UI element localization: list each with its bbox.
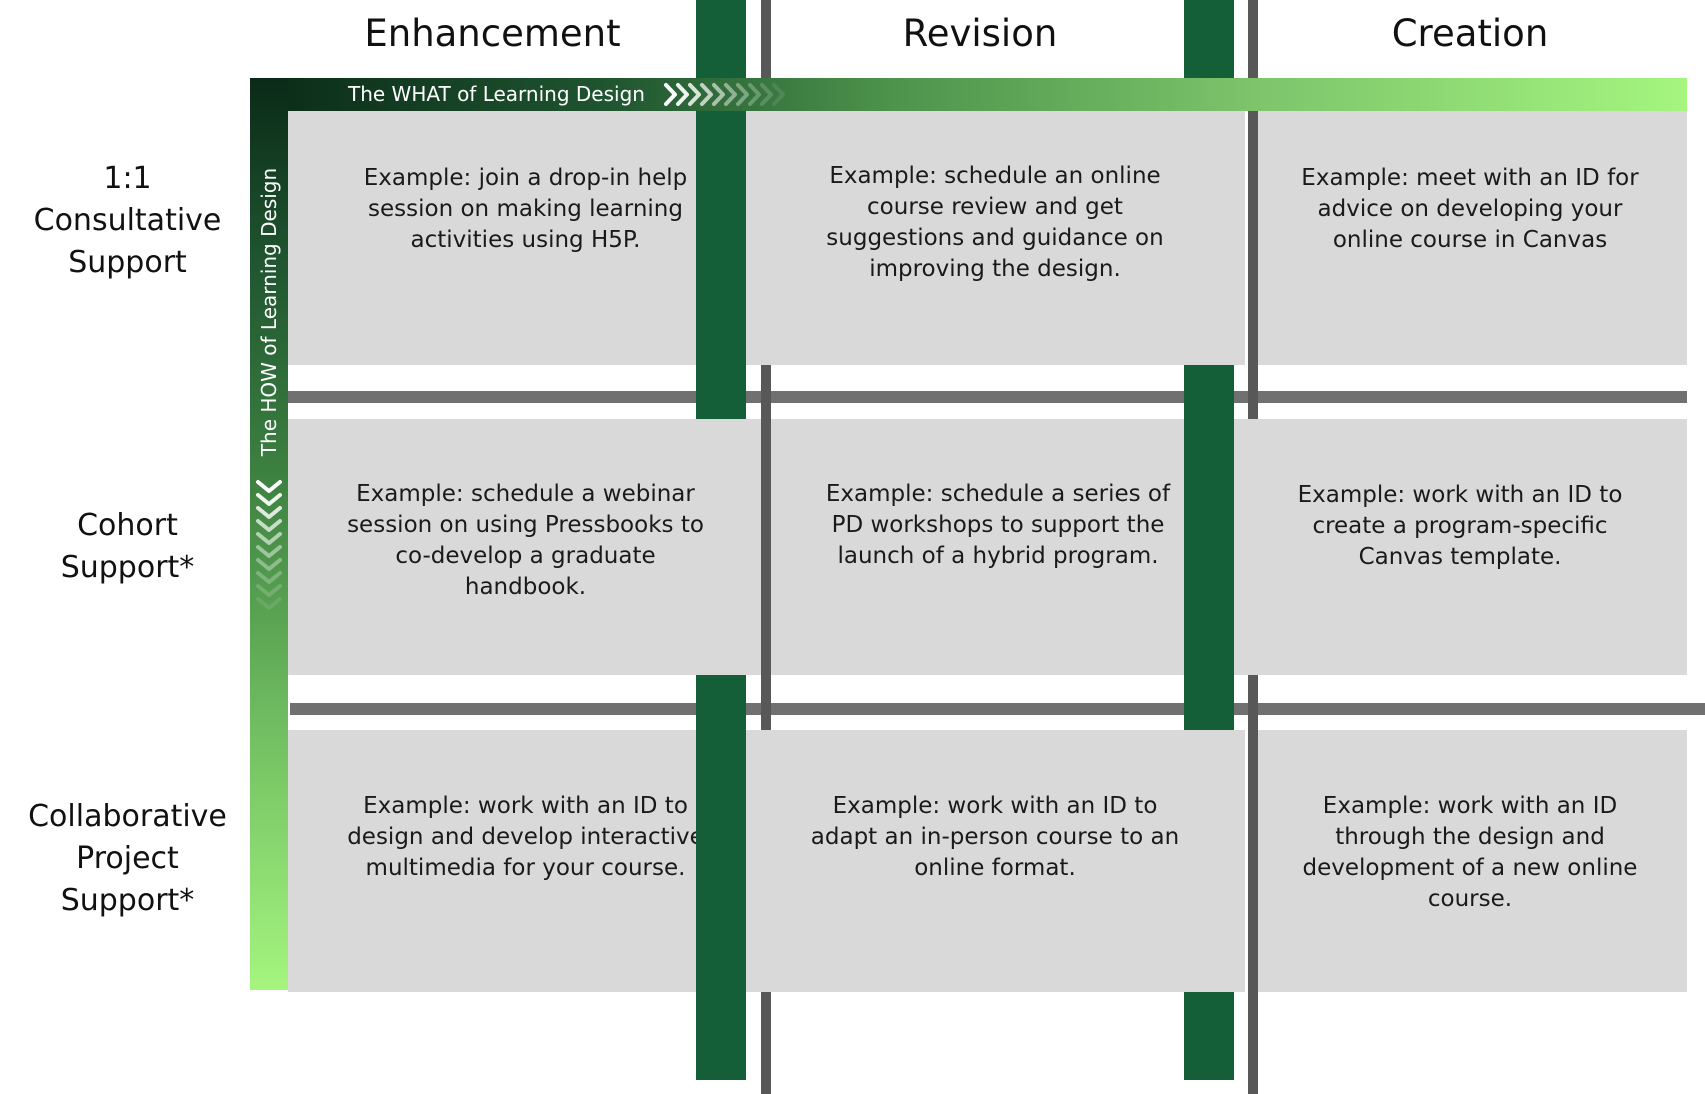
row-header-line: Project [76, 841, 179, 876]
what-axis-bar [250, 78, 1687, 111]
column-divider-gray-2b [1248, 675, 1258, 1094]
column-header-creation: Creation [1391, 12, 1549, 55]
cell-text: Example: schedule an online course revie… [826, 163, 1164, 282]
cell-cohort-revision: Example: schedule a series of PD worksho… [763, 419, 1233, 675]
cell-consultative-creation: Example: meet with an ID for advice on d… [1253, 111, 1687, 365]
cell-collaborative-enhancement: Example: work with an ID to design and d… [288, 730, 763, 992]
row-divider-2 [290, 703, 1705, 715]
column-divider-gray-1b [761, 365, 771, 730]
row-header-line: Cohort [77, 508, 178, 543]
row-header-line: 1:1 [103, 161, 152, 196]
row-header-line: Support* [60, 550, 195, 585]
cell-text: Example: work with an ID to create a pro… [1297, 482, 1623, 570]
cell-text: Example: meet with an ID for advice on d… [1301, 165, 1639, 253]
column-divider-green-2a [1184, 0, 1234, 78]
column-divider-green-1b [696, 675, 746, 1080]
column-divider-gray-1c [761, 992, 771, 1094]
row-header-line: Support* [60, 883, 195, 918]
cell-collaborative-creation: Example: work with an ID through the des… [1253, 730, 1687, 992]
what-axis-label: The WHAT of Learning Design [348, 82, 645, 106]
cell-cohort-enhancement: Example: schedule a webinar session on u… [288, 419, 763, 675]
cell-text: Example: work with an ID to adapt an in-… [810, 793, 1180, 881]
cell-collaborative-revision: Example: work with an ID to adapt an in-… [745, 730, 1245, 992]
column-divider-green-2b [1184, 365, 1234, 730]
row-divider-1 [288, 391, 1687, 403]
column-divider-gray-1a [761, 0, 771, 78]
column-divider-gray-2a [1248, 0, 1258, 419]
chevron-down-icon [256, 480, 282, 610]
row-header-line: Consultative [33, 203, 222, 238]
column-divider-green-1a [696, 0, 746, 419]
column-header-revision: Revision [902, 12, 1058, 55]
cell-cohort-creation: Example: work with an ID to create a pro… [1233, 419, 1687, 675]
column-header-enhancement: Enhancement [364, 12, 621, 55]
row-header-cohort: Cohort Support* [0, 505, 255, 589]
cell-text: Example: schedule a webinar session on u… [347, 481, 704, 600]
row-header-line: Collaborative [28, 799, 227, 834]
row-header-line: Support [68, 245, 187, 280]
how-axis-label: The HOW of Learning Design [257, 167, 281, 457]
cell-text: Example: join a drop-in help session on … [363, 165, 688, 253]
row-header-consultative: 1:1 Consultative Support [0, 158, 255, 284]
cell-consultative-revision: Example: schedule an online course revie… [745, 111, 1245, 365]
row-header-collaborative: Collaborative Project Support* [0, 796, 255, 922]
column-divider-green-2c [1184, 992, 1234, 1080]
cell-text: Example: schedule a series of PD worksho… [825, 481, 1171, 569]
chevron-right-icon [664, 83, 785, 106]
cell-text: Example: work with an ID to design and d… [347, 793, 704, 881]
cell-text: Example: work with an ID through the des… [1302, 793, 1638, 912]
cell-consultative-enhancement: Example: join a drop-in help session on … [288, 111, 763, 365]
